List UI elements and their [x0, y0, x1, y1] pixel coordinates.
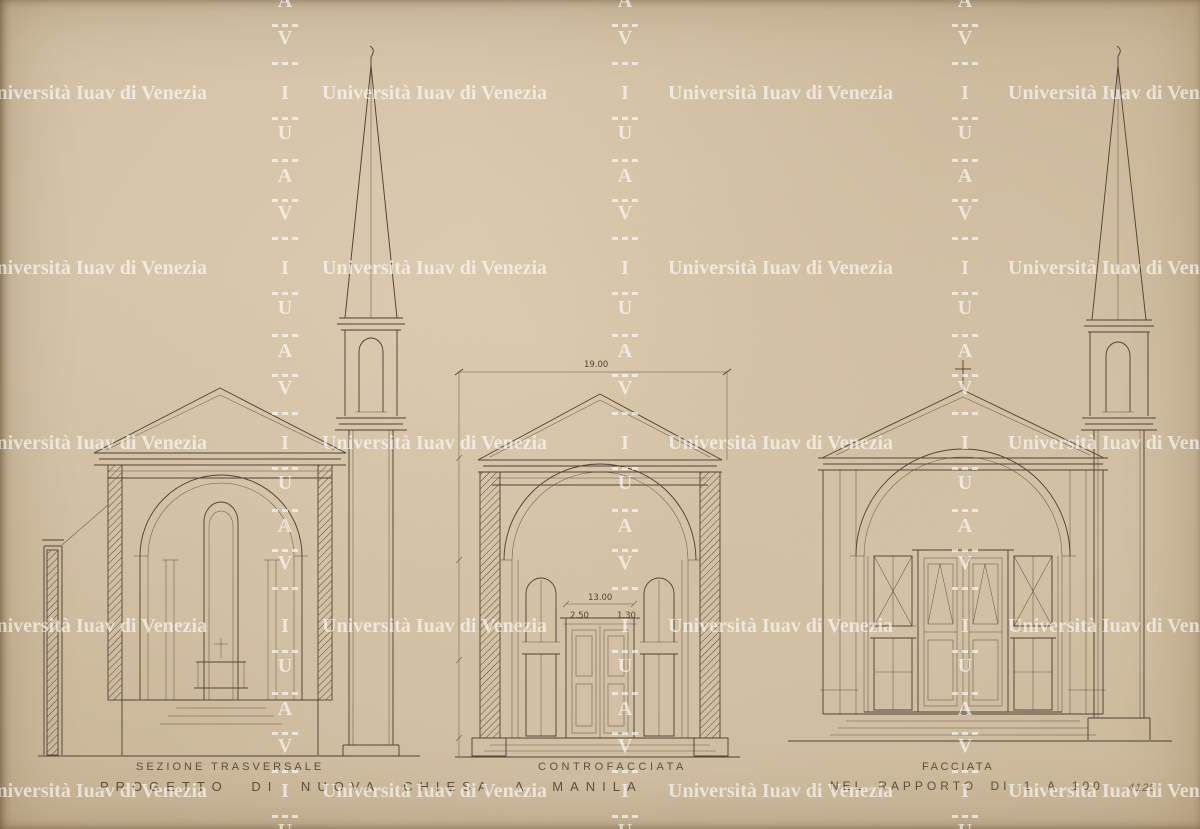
dimension-lines: 19.00 13.00 2.50 1.30	[454, 360, 732, 756]
facade-caption: FACCIATA	[922, 761, 995, 773]
facade-drawing	[788, 45, 1172, 742]
church-section	[38, 387, 420, 757]
dim-nave-width: 13.00	[588, 593, 612, 603]
counterfacade-caption: CONTROFACCIATA	[538, 761, 687, 773]
bell-tower-left	[335, 45, 407, 756]
dim-left-door: 2.50	[570, 611, 589, 621]
section-drawing	[38, 45, 420, 757]
section-caption: SEZIONE TRASVERSALE	[136, 761, 325, 773]
counterfacade-drawing: 19.00 13.00 2.50 1.30	[454, 360, 740, 758]
sheet-number: 4129	[1128, 782, 1157, 794]
dim-overall-width: 19.00	[584, 360, 608, 370]
bell-tower-right	[1081, 45, 1157, 740]
scale-caption: NEL RAPPORTO DI 1 A 100	[830, 779, 1104, 793]
dim-right-door: 1.30	[617, 611, 636, 621]
project-title-caption: PROGETTO DI NUOVA CHIESA A MANILA	[100, 779, 643, 794]
